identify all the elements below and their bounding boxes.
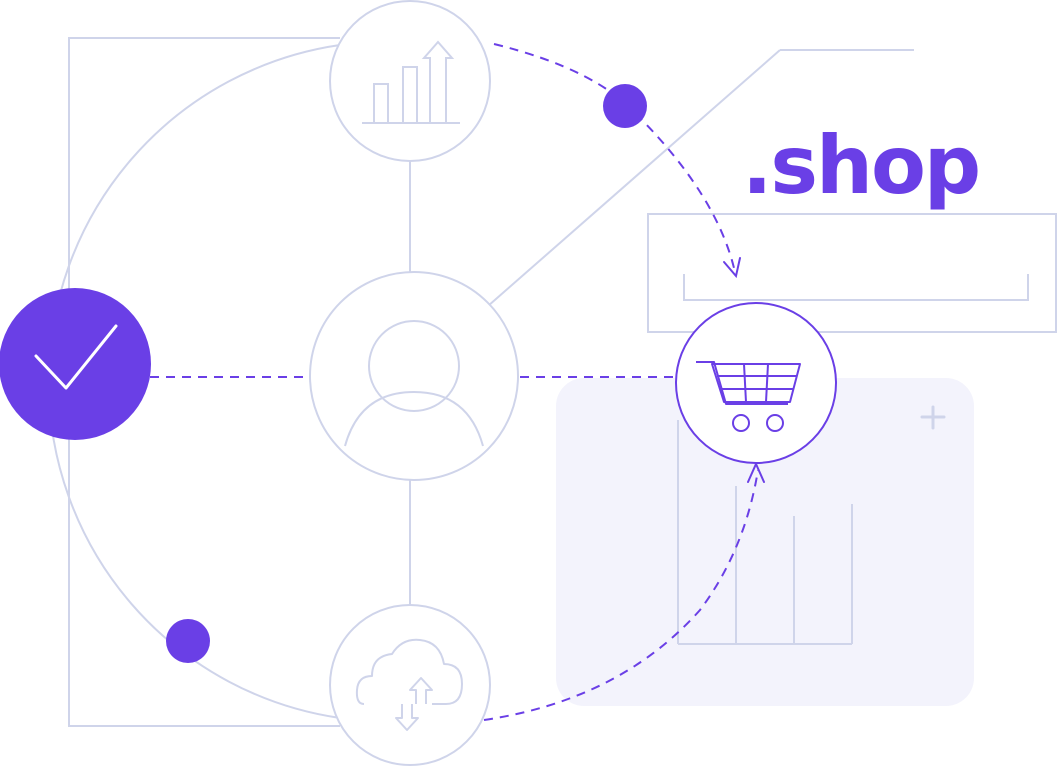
domain-box [647, 213, 1057, 333]
bar-chart-growth-icon [362, 40, 460, 124]
checkmark-icon [34, 324, 118, 390]
cloud-node [329, 604, 491, 766]
user-icon [344, 320, 484, 447]
cloud-sync-icon [355, 638, 463, 731]
user-node [309, 271, 519, 481]
dashed-connectors [150, 43, 759, 721]
cart-node [675, 302, 837, 464]
analytics-node [329, 0, 491, 162]
shopping-cart-icon [696, 361, 801, 432]
domain-extension-label: .shop [742, 119, 981, 212]
panel-bar-chart [677, 420, 853, 645]
accent-dot-top [603, 84, 647, 128]
plus-icon [920, 405, 946, 430]
background-panel [556, 378, 974, 706]
accent-dot-bottom [166, 619, 210, 663]
checkmark-node [0, 288, 151, 440]
